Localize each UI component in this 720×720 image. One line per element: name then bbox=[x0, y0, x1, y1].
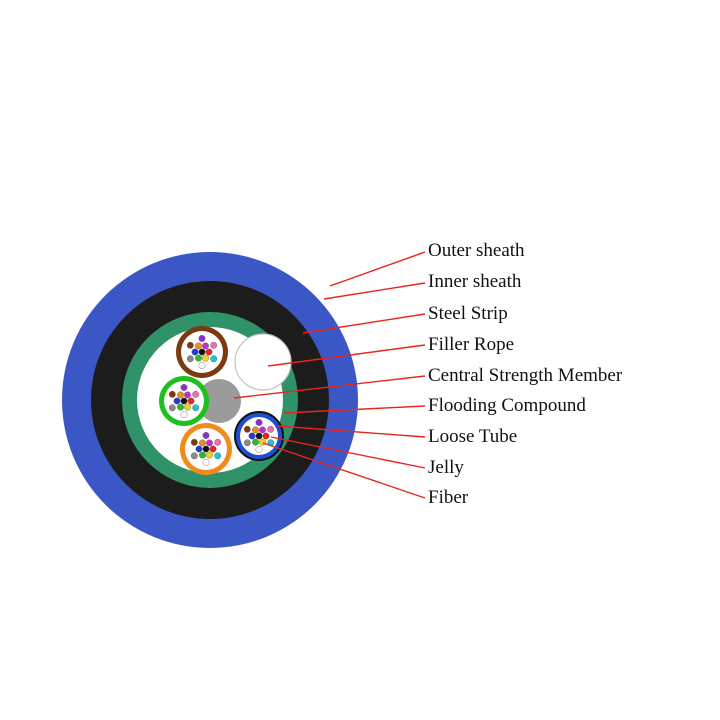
leader-line-steel-strip bbox=[302, 313, 426, 334]
fiber-dot bbox=[198, 362, 206, 369]
fiber-dot bbox=[214, 452, 222, 460]
fiber-dot bbox=[210, 341, 218, 349]
loose-tubes-group bbox=[159, 326, 284, 475]
fiber-dot bbox=[202, 432, 210, 439]
fiber-dot bbox=[255, 432, 263, 440]
loose-tube-bottom bbox=[180, 423, 232, 475]
leader-line-flooding-compound bbox=[283, 405, 426, 414]
loose-tube-right bbox=[234, 411, 284, 461]
fiber-dot bbox=[199, 451, 206, 459]
fiber-dot bbox=[173, 397, 181, 405]
fiber-dot bbox=[202, 459, 210, 466]
leader-lines bbox=[233, 251, 426, 499]
fiber-dot bbox=[252, 426, 259, 434]
fiber-dot bbox=[192, 404, 200, 412]
fiber-dot bbox=[198, 335, 206, 342]
fiber-dot bbox=[177, 403, 184, 411]
fiber-dot bbox=[214, 438, 222, 446]
fiber-dot bbox=[202, 354, 209, 362]
fiber-dot bbox=[259, 438, 266, 446]
fiber-dot bbox=[191, 348, 199, 356]
leader-line-loose-tube bbox=[277, 425, 426, 438]
fiber-dot bbox=[186, 355, 194, 363]
leader-line-filler-rope bbox=[267, 344, 426, 367]
fiber-dot bbox=[206, 451, 213, 459]
fiber-dot bbox=[202, 445, 210, 453]
fiber-dot bbox=[190, 438, 198, 446]
leader-line-fiber bbox=[262, 442, 426, 499]
fiber-dot bbox=[206, 439, 213, 447]
fiber-dot bbox=[199, 439, 206, 447]
fiber-dot bbox=[184, 403, 191, 411]
fiber-dot bbox=[202, 342, 209, 350]
fiber-dot bbox=[252, 438, 259, 446]
fiber-dot bbox=[262, 432, 270, 440]
leader-line-inner-sheath bbox=[323, 282, 426, 300]
fiber-dot bbox=[209, 445, 217, 453]
leader-line-outer-sheath bbox=[329, 251, 426, 287]
loose-tube-left bbox=[159, 376, 209, 426]
filler-rope bbox=[234, 333, 292, 391]
fiber-dot bbox=[243, 439, 251, 447]
leader-line-central-strength-member bbox=[233, 375, 426, 399]
fiber-dot bbox=[243, 425, 251, 433]
fiber-dot bbox=[210, 355, 218, 363]
fiber-dot bbox=[180, 384, 188, 391]
fiber-dot bbox=[259, 426, 266, 434]
fiber-dot bbox=[177, 391, 184, 399]
fiber-dot bbox=[168, 404, 176, 412]
fiber-dot bbox=[255, 419, 263, 426]
fiber-dot bbox=[195, 445, 203, 453]
fiber-dot bbox=[195, 354, 202, 362]
loose-tube-top bbox=[176, 326, 228, 378]
fiber-dot bbox=[198, 348, 206, 356]
fiber-dot bbox=[255, 446, 263, 453]
central-strength-member bbox=[197, 379, 241, 423]
fiber-dot bbox=[190, 452, 198, 460]
fiber-dot bbox=[248, 432, 256, 440]
fiber-dot bbox=[187, 397, 195, 405]
fiber-dot bbox=[168, 390, 176, 398]
fiber-dot bbox=[205, 348, 213, 356]
fiber-dot bbox=[192, 390, 200, 398]
fiber-dot bbox=[186, 341, 194, 349]
fiber-dot bbox=[180, 411, 188, 418]
fiber-dot bbox=[195, 342, 202, 350]
fiber-dot bbox=[267, 425, 275, 433]
fiber-dot bbox=[180, 397, 188, 405]
fiber-dot bbox=[184, 391, 191, 399]
leader-line-jelly bbox=[270, 436, 426, 469]
